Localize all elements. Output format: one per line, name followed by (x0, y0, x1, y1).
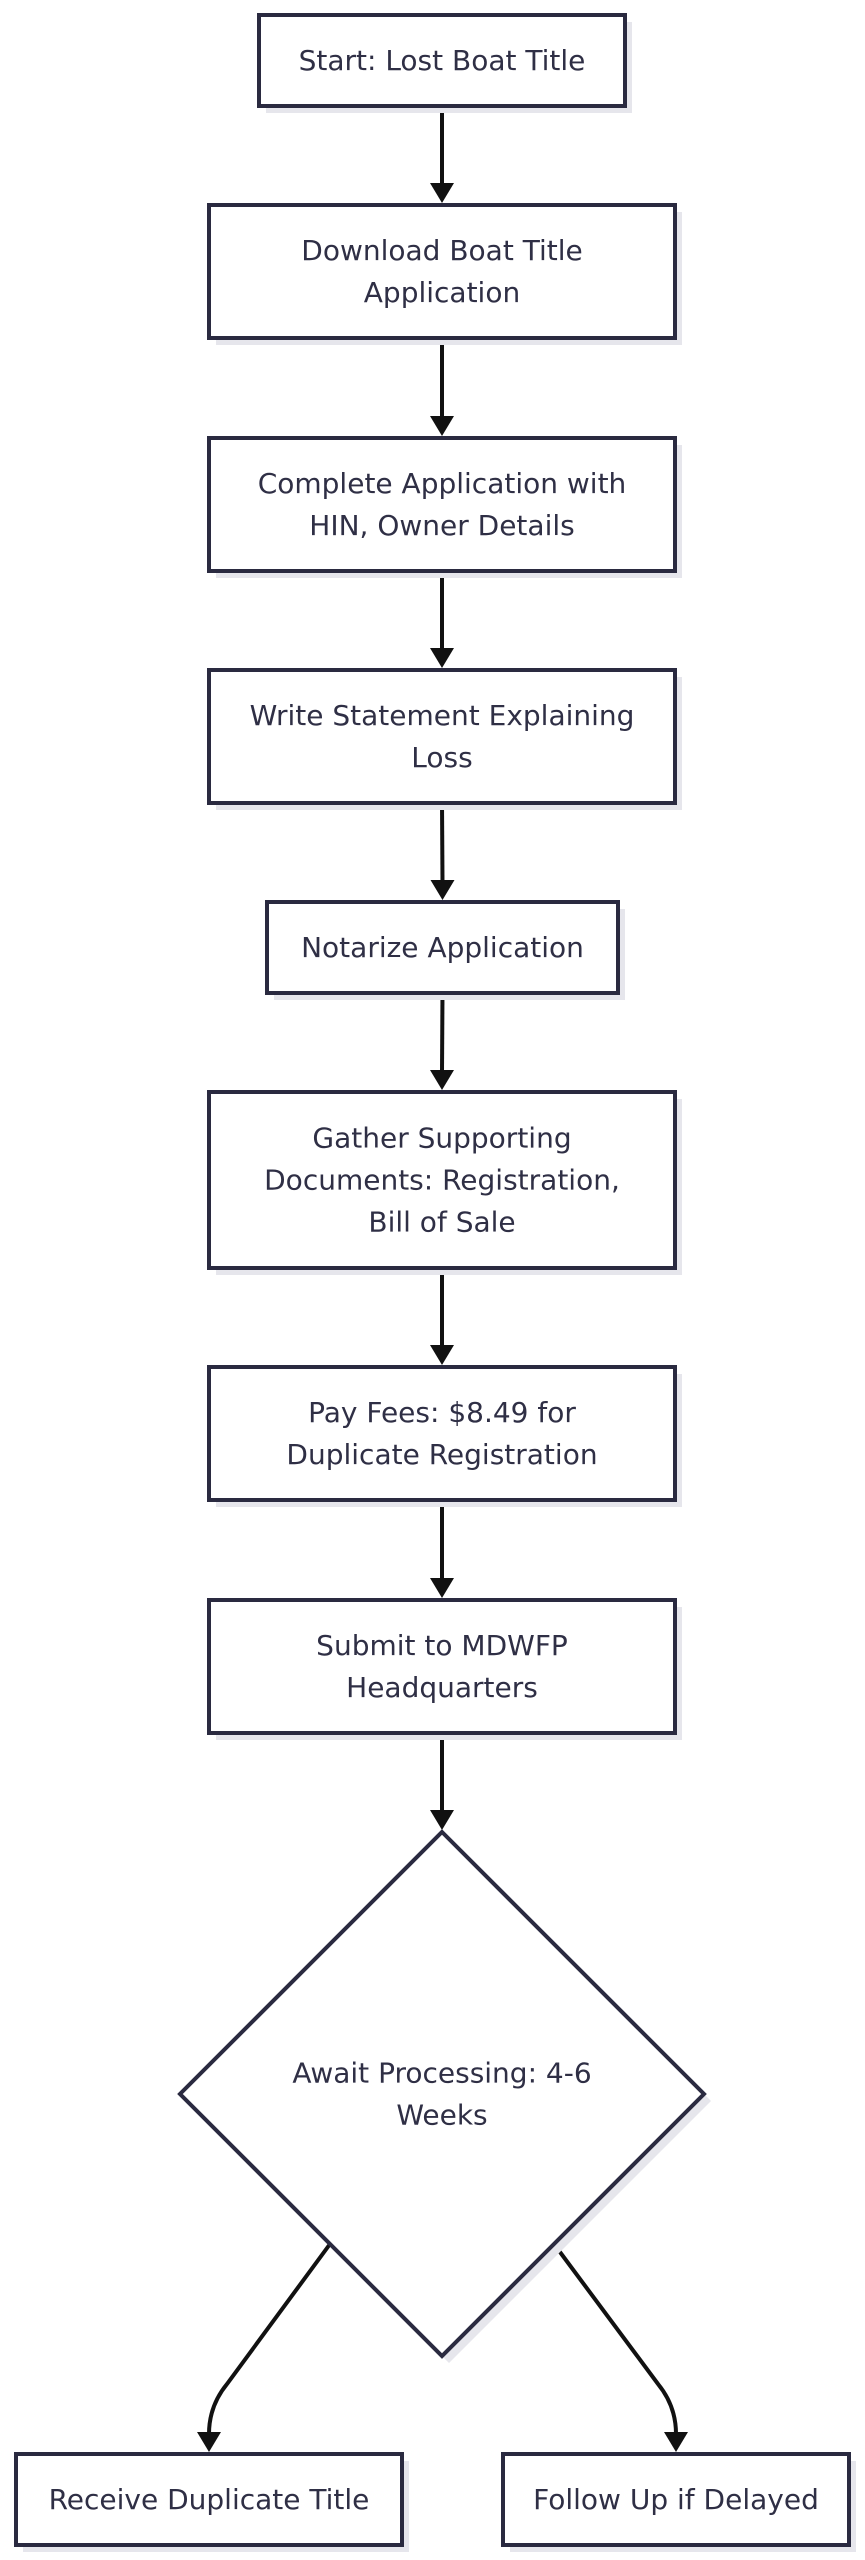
node-start: Start: Lost Boat Title (257, 13, 632, 113)
node-label: Await Processing: 4-6 (292, 2057, 591, 2090)
edge-download-to-complete (430, 338, 454, 436)
node-label: Submit to MDWFP (316, 1629, 568, 1662)
node-label: Start: Lost Boat Title (299, 44, 586, 77)
process-box (207, 1090, 677, 1270)
edge-submit-to-await (430, 1733, 454, 1830)
edge-start-to-download (430, 106, 454, 203)
arrowhead (664, 2432, 688, 2452)
arrowhead (197, 2432, 221, 2452)
edge-statement-to-notarize (430, 802, 455, 900)
node-label: Headquarters (346, 1671, 538, 1704)
edge-complete-to-statement (430, 571, 454, 668)
node-label: Gather Supporting (312, 1122, 571, 1155)
node-label: Loss (411, 741, 472, 774)
process-box (14, 2452, 404, 2547)
process-box (207, 203, 677, 340)
node-label: Duplicate Registration (286, 1438, 597, 1471)
edge-await-to-receive (197, 2242, 332, 2452)
edges-layer (197, 106, 688, 2452)
process-box (501, 2452, 851, 2547)
node-label: Complete Application with (258, 467, 627, 500)
edge-fees-to-submit (430, 1500, 454, 1598)
node-label: Download Boat Title (301, 234, 582, 267)
node-label: Application (364, 276, 520, 309)
node-label: Pay Fees: $8.49 for (308, 1396, 576, 1429)
edge-gather-to-fees (430, 1268, 454, 1365)
edge-await-to-followup (552, 2242, 688, 2452)
edge-line (440, 992, 445, 1073)
arrowhead (430, 648, 454, 668)
arrowhead (430, 1345, 454, 1365)
node-label: Notarize Application (301, 931, 584, 964)
process-box (257, 13, 627, 108)
node-submit: Submit to MDWFP Headquarters (207, 1598, 682, 1740)
process-box (207, 1365, 677, 1502)
node-label: Receive Duplicate Title (49, 2483, 370, 2516)
process-box (207, 1598, 677, 1735)
arrowhead (430, 1070, 454, 1090)
node-receive: Receive Duplicate Title (14, 2452, 409, 2552)
node-label: Bill of Sale (368, 1206, 515, 1239)
process-box (207, 436, 677, 573)
process-box (265, 900, 620, 995)
node-label: Follow Up if Delayed (533, 2483, 819, 2516)
node-label: Weeks (396, 2099, 487, 2132)
node-notarize: Notarize Application (265, 900, 625, 1000)
arrowhead (430, 416, 454, 436)
node-label: HIN, Owner Details (309, 509, 574, 542)
process-box (207, 668, 677, 805)
edge-line (440, 802, 445, 883)
node-label: Documents: Registration, (264, 1164, 620, 1197)
edge-line (552, 2242, 678, 2435)
edge-line (207, 2242, 332, 2435)
arrowhead (430, 1578, 454, 1598)
arrowhead (430, 880, 455, 900)
decision-diamond (177, 1829, 707, 2359)
node-label: Write Statement Explaining (250, 699, 635, 732)
edge-notarize-to-gather (430, 992, 454, 1090)
arrowhead (430, 183, 454, 203)
node-followup: Follow Up if Delayed (501, 2452, 856, 2552)
arrowhead (430, 1810, 454, 1830)
